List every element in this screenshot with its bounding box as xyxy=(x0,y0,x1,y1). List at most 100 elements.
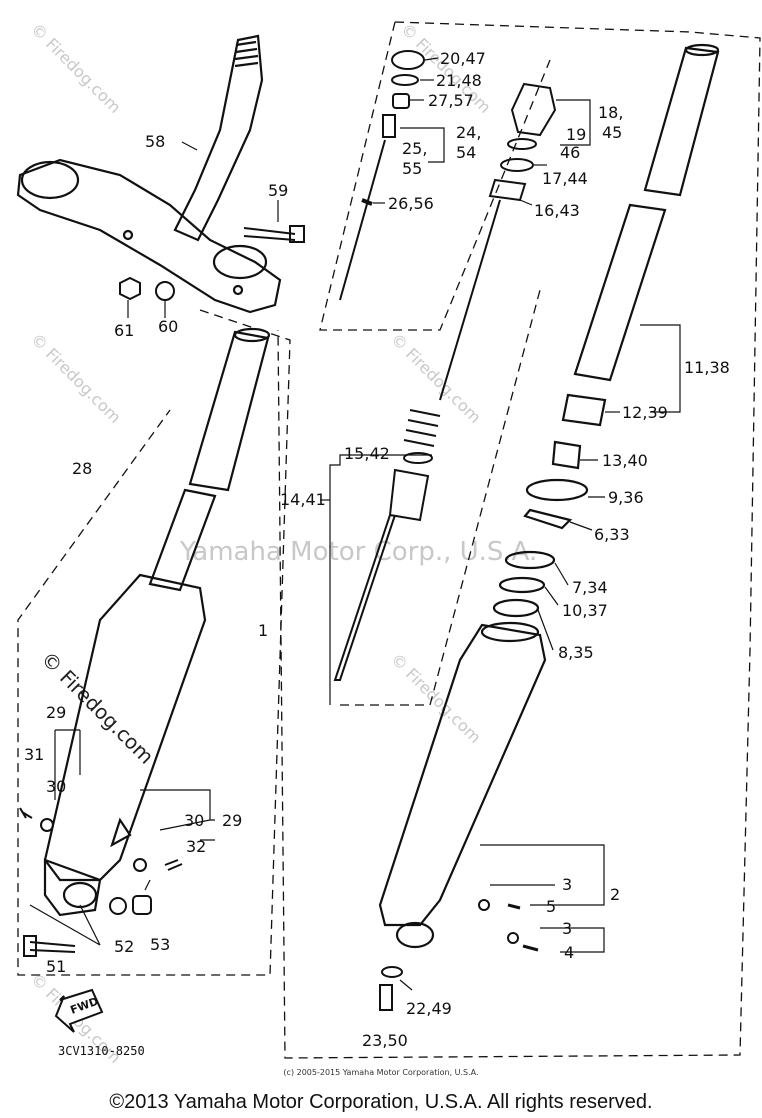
label-26-56: 26,56 xyxy=(388,194,434,213)
bolt-51 xyxy=(29,941,76,953)
seat-9-36 xyxy=(525,478,589,502)
label-13-40: 13,40 xyxy=(602,451,648,470)
adjuster-24-54 xyxy=(382,114,396,138)
label-30-left: 30 xyxy=(46,777,66,796)
bracket-bolt-hole-2 xyxy=(232,284,244,296)
rod-25-55 xyxy=(339,139,386,301)
label-8-35: 8,35 xyxy=(558,643,594,662)
right-fork-assembly xyxy=(378,43,720,949)
label-25-55-a: 25, xyxy=(402,139,427,158)
washer-22-49 xyxy=(381,966,403,978)
spring-16-43 xyxy=(439,178,527,401)
label-12-39: 12,39 xyxy=(622,403,668,422)
label-16-43: 16,43 xyxy=(534,201,580,220)
steering-stem-assembly xyxy=(16,34,282,314)
label-60: 60 xyxy=(158,317,178,336)
label-29-right: 29 xyxy=(222,811,242,830)
washer-52 xyxy=(109,897,127,915)
label-10-37: 10,37 xyxy=(562,601,608,620)
label-61: 61 xyxy=(114,321,134,340)
watermark-center: Yamaha Motor Corp., U.S.A. xyxy=(179,537,537,567)
washer-60 xyxy=(155,281,175,301)
label-22-49: 22,49 xyxy=(406,999,452,1018)
boundary-right-group xyxy=(277,21,761,1059)
right-inner-tube-lower xyxy=(573,203,667,382)
washer-17-44 xyxy=(500,158,534,172)
label-25-55-b: 55 xyxy=(402,159,422,178)
left-fork-assembly xyxy=(43,327,271,917)
seal-7-34 xyxy=(504,550,556,570)
damper-cylinder-14-41 xyxy=(333,468,430,681)
label-29-top: 29 xyxy=(46,703,66,722)
damper-rod-parts xyxy=(339,50,425,301)
label-21-48: 21,48 xyxy=(436,71,482,90)
bolt-51-head xyxy=(23,935,37,957)
boundary-left-group xyxy=(17,309,291,976)
label-6-33: 6,33 xyxy=(594,525,630,544)
label-51: 51 xyxy=(46,957,66,976)
label-24-54-a: 24, xyxy=(456,123,481,142)
cap-20-47 xyxy=(391,50,425,70)
nut-61 xyxy=(119,276,141,301)
label-46: 46 xyxy=(560,143,580,162)
washer-30a xyxy=(40,818,54,832)
label-11-38: 11,38 xyxy=(684,358,730,377)
bolt-59 xyxy=(243,225,305,243)
label-3-bottom: 3 xyxy=(562,919,572,938)
label-20-47: 20,47 xyxy=(440,49,486,68)
steering-stem xyxy=(173,34,264,242)
left-axle-boss xyxy=(43,858,102,917)
bushing-8-35 xyxy=(492,598,540,618)
watermark-site-4: © Firedog.com xyxy=(387,329,485,427)
label-23-50: 23,50 xyxy=(362,1031,408,1050)
right-axle-boss xyxy=(395,921,435,949)
washer-3a xyxy=(478,899,490,911)
label-5: 5 xyxy=(546,897,556,916)
label-2: 2 xyxy=(610,885,620,904)
label-58: 58 xyxy=(145,132,165,151)
label-28: 28 xyxy=(72,459,92,478)
group-boundaries xyxy=(17,21,761,1059)
label-30-right: 30 xyxy=(184,811,204,830)
boundary-damper-group xyxy=(319,21,551,331)
screw-4 xyxy=(522,944,539,952)
right-outer-tube xyxy=(378,623,547,927)
label-19: 19 xyxy=(566,125,586,144)
label-9-36: 9,36 xyxy=(608,488,644,507)
watermarks: Yamaha Motor Corp., U.S.A. © Firedog.com… xyxy=(27,19,537,1067)
forward-arrow: FWD xyxy=(54,988,104,1033)
slide-bushing-12-39 xyxy=(561,393,607,427)
reference-code: 3CV1310-8250 xyxy=(58,1044,145,1058)
nut-53 xyxy=(132,895,152,915)
label-31: 31 xyxy=(24,745,44,764)
damper-cylinder-parts xyxy=(333,82,557,681)
small-copyright: (c) 2005-2015 Yamaha Motor Corporation, … xyxy=(283,1068,479,1077)
label-4: 4 xyxy=(564,943,574,962)
label-27-57: 27,57 xyxy=(428,91,474,110)
left-brake-mount xyxy=(110,817,132,848)
label-53: 53 xyxy=(150,935,170,954)
footer-copyright: ©2013 Yamaha Motor Corporation, U.S.A. A… xyxy=(109,1091,653,1113)
label-15-42: 15,42 xyxy=(344,444,390,463)
oring-26-56 xyxy=(361,198,373,206)
label-18-45-a: 18, xyxy=(598,103,623,122)
screw-32 xyxy=(164,859,183,871)
oil-lock-13-40 xyxy=(551,440,582,470)
right-inner-tube-upper xyxy=(643,46,720,197)
watermark-site-1: © Firedog.com xyxy=(27,19,125,117)
label-24-54-b: 54 xyxy=(456,143,476,162)
cap-bolt-18-45 xyxy=(510,82,557,137)
part-labels: 20,47 21,48 27,57 24, 54 25, 55 26,56 18… xyxy=(24,49,730,1050)
label-18-45-b: 45 xyxy=(602,123,622,142)
watermark-site-3: © Firedog.com xyxy=(27,329,125,427)
label-17-44: 17,44 xyxy=(542,169,588,188)
bracket-bolt-hole-1 xyxy=(122,229,134,241)
left-inner-tube-upper xyxy=(188,330,270,492)
oring-19-46 xyxy=(507,138,537,150)
bolt-23-50 xyxy=(379,984,393,1011)
bracket-right-clamp xyxy=(212,244,268,280)
label-1: 1 xyxy=(258,621,268,640)
washer-30b xyxy=(133,858,147,872)
left-inner-tube-lower xyxy=(148,488,217,592)
